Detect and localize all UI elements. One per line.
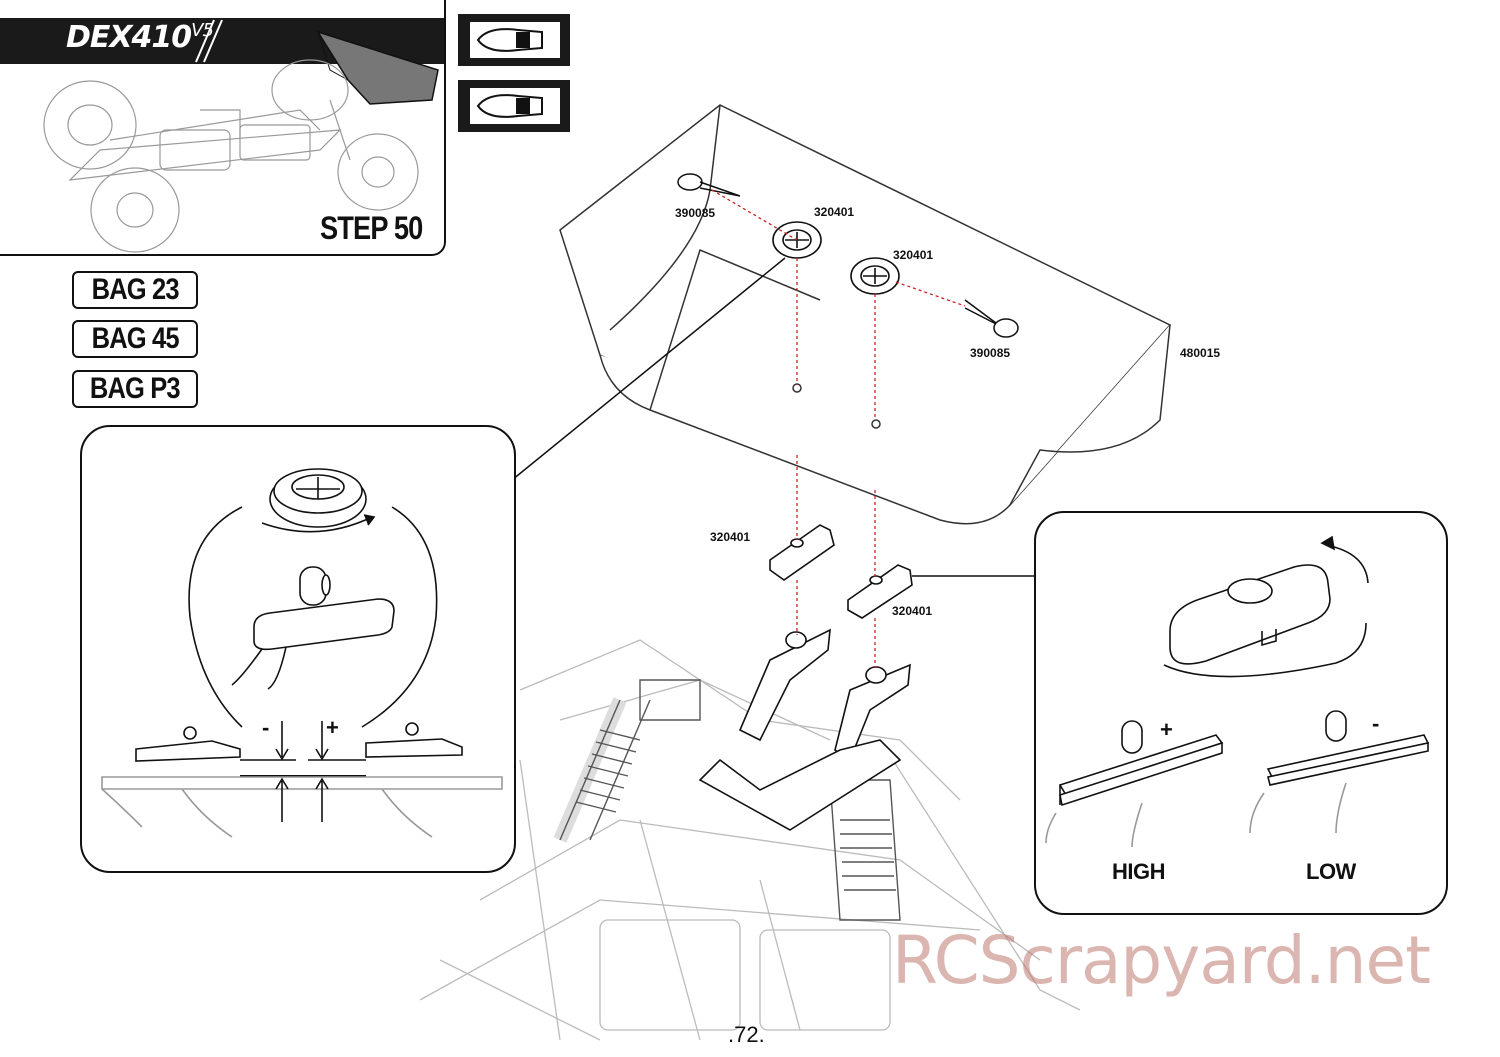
- bag-label-3: BAG P3: [72, 370, 198, 408]
- low-setting-label: LOW: [1306, 859, 1356, 884]
- high-setting-label: HIGH: [1112, 859, 1166, 884]
- shock-absorbers: [553, 679, 901, 921]
- part-number-clip-left: 390085: [675, 206, 716, 220]
- rear-wing-480015: [559, 104, 1172, 525]
- step-number: STEP 50: [320, 210, 423, 246]
- height-setting-illustration: [1045, 535, 1430, 848]
- part-number-clip-right: 390085: [970, 346, 1011, 360]
- part-number-mount-right: 320401: [893, 248, 934, 262]
- chassis-bottom-icon: [476, 94, 543, 118]
- part-number-spacer-left: 320401: [710, 530, 751, 544]
- wing-mount-posts: [698, 628, 911, 831]
- body-clips: [677, 173, 1019, 338]
- buggy-overview-illustration: [43, 19, 439, 253]
- low-setting-sign: -: [1372, 711, 1379, 736]
- height-decrease-sign: -: [262, 715, 269, 740]
- step-header-panel: DEX410V5 STEP 50: [0, 0, 446, 256]
- spacer-orientation-illustration: [101, 468, 503, 838]
- bag-label-2: BAG 45: [72, 320, 198, 358]
- high-setting-sign: +: [1160, 717, 1173, 742]
- part-number-mount-left: 320401: [814, 205, 855, 219]
- detail-box-spacer-orientation: - +: [80, 425, 516, 873]
- bag-label-1: BAG 23: [72, 271, 198, 309]
- watermark-text: RCScrapyard.net: [892, 922, 1431, 999]
- model-name: DEX410: [66, 20, 192, 55]
- part-number-spacer-right: 320401: [892, 604, 933, 618]
- height-increase-sign: +: [326, 715, 339, 740]
- leader-line-left: [511, 257, 786, 481]
- chassis-top-icon: [476, 28, 543, 52]
- detail-box-height-setting: + - HIGH LOW: [1034, 511, 1448, 915]
- orientation-icons: [458, 14, 570, 132]
- assembly-guide-lines: [711, 189, 966, 668]
- page-number: .72.: [728, 1022, 765, 1047]
- part-number-wing: 480015: [1180, 346, 1221, 360]
- wing-spacers: [769, 524, 913, 619]
